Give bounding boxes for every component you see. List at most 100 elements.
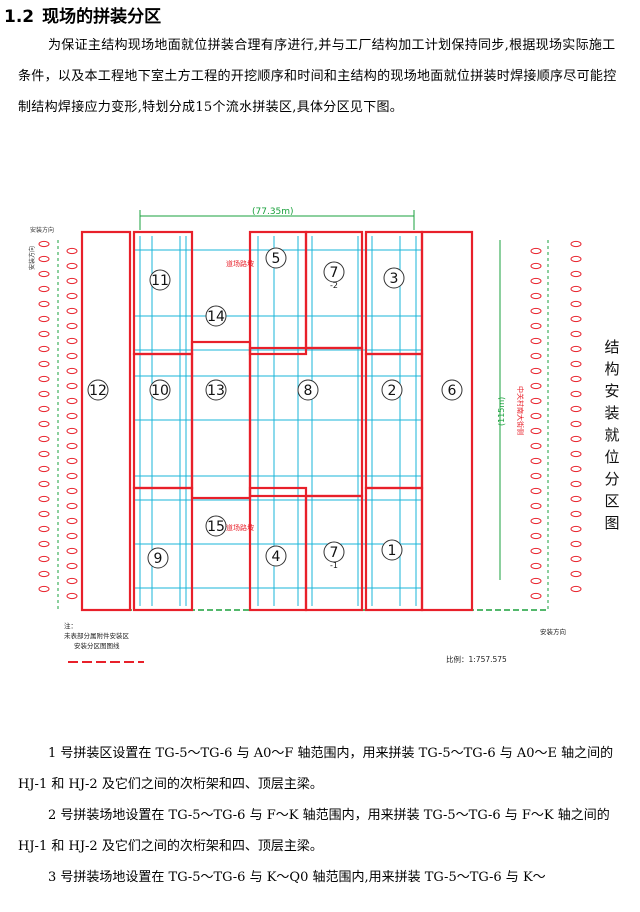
pier-marker bbox=[38, 480, 50, 488]
pier-marker bbox=[38, 300, 50, 308]
pier-marker bbox=[66, 292, 78, 300]
pier-marker bbox=[530, 322, 542, 330]
pier-marker bbox=[570, 285, 582, 293]
side-title-char: 图 bbox=[604, 514, 619, 532]
pier-marker bbox=[570, 480, 582, 488]
road-label-bottom: 道场路坡 bbox=[226, 523, 254, 532]
zone-marker-12: 12 bbox=[87, 379, 109, 401]
pier-marker bbox=[66, 517, 78, 525]
pier-marker bbox=[570, 435, 582, 443]
scale-label: 比例：1:757.575 bbox=[446, 654, 507, 664]
left-pier-markers bbox=[38, 240, 78, 600]
pier-marker bbox=[38, 270, 50, 278]
side-title-char: 就 bbox=[604, 426, 619, 444]
zone-number: 9 bbox=[154, 551, 163, 567]
pier-marker bbox=[570, 390, 582, 398]
zone-number: 2 bbox=[388, 383, 397, 399]
pier-marker bbox=[38, 495, 50, 503]
zone-marker-8: 8 bbox=[297, 379, 319, 401]
zone-number: 12 bbox=[89, 383, 107, 399]
pier-marker bbox=[38, 570, 50, 578]
pier-marker bbox=[530, 292, 542, 300]
pier-marker bbox=[38, 585, 50, 593]
pier-marker bbox=[66, 367, 78, 375]
pier-marker bbox=[38, 330, 50, 338]
side-title-char: 装 bbox=[604, 404, 619, 422]
pier-marker bbox=[66, 502, 78, 510]
note-line-2: 未表部分属附件安装区 bbox=[64, 631, 130, 640]
pier-marker bbox=[38, 375, 50, 383]
pier-marker bbox=[66, 397, 78, 405]
zone-description-1: 1 号拼装区设置在 TG-5～TG-6 与 A0～F 轴范围内，用来拼装 TG-… bbox=[18, 746, 614, 792]
pier-marker bbox=[38, 420, 50, 428]
side-label-left: 安装方向 bbox=[28, 246, 36, 270]
zone-sub-number: -1 bbox=[330, 561, 338, 570]
pier-marker bbox=[66, 457, 78, 465]
pier-marker bbox=[570, 570, 582, 578]
zone-8-box bbox=[248, 346, 364, 498]
pier-marker bbox=[570, 405, 582, 413]
zone-number: 7 bbox=[330, 265, 339, 281]
zone-marker-13: 13 bbox=[205, 379, 227, 401]
zone-marker-10: 10 bbox=[149, 379, 171, 401]
zone-number: 14 bbox=[207, 309, 225, 325]
zone-number: 1 bbox=[388, 543, 397, 559]
zone-marker-11: 11 bbox=[149, 269, 171, 291]
zone-12-box bbox=[80, 230, 132, 612]
zone-6-box bbox=[420, 230, 474, 612]
pier-marker bbox=[66, 547, 78, 555]
road-label-top: 道场路坡 bbox=[226, 259, 254, 268]
zone-number: 8 bbox=[304, 383, 313, 399]
right-pier-markers bbox=[530, 240, 582, 600]
pier-marker bbox=[530, 247, 542, 255]
pier-marker bbox=[570, 465, 582, 473]
pier-marker bbox=[570, 495, 582, 503]
zone-marker-4: 4 bbox=[265, 545, 287, 567]
zone-marker-3: 3 bbox=[383, 267, 405, 289]
side-title-char: 构 bbox=[604, 360, 619, 378]
top-dimension: (77.35m) bbox=[252, 207, 294, 217]
zone-description-2: 2 号拼装场地设置在 TG-5～TG-6 与 F～K 轴范围内，用来拼装 TG-… bbox=[18, 808, 610, 854]
pier-marker bbox=[570, 255, 582, 263]
pier-marker bbox=[570, 300, 582, 308]
zone-descriptions: 1 号拼装区设置在 TG-5～TG-6 与 A0～F 轴范围内，用来拼装 TG-… bbox=[18, 738, 622, 893]
zone-9-box bbox=[132, 486, 194, 612]
pier-marker bbox=[66, 442, 78, 450]
pier-marker bbox=[38, 315, 50, 323]
pier-marker bbox=[66, 592, 78, 600]
pier-marker bbox=[570, 420, 582, 428]
pier-marker bbox=[570, 360, 582, 368]
right-dimension: (115m) bbox=[497, 397, 506, 426]
pier-marker bbox=[38, 405, 50, 413]
pier-marker bbox=[66, 412, 78, 420]
pier-marker bbox=[38, 360, 50, 368]
pier-marker bbox=[530, 592, 542, 600]
pier-marker bbox=[570, 345, 582, 353]
side-title-char: 结 bbox=[604, 338, 619, 356]
pier-marker bbox=[38, 435, 50, 443]
side-title-char: 分 bbox=[604, 470, 619, 488]
pier-marker bbox=[66, 247, 78, 255]
pier-marker bbox=[530, 502, 542, 510]
pier-marker bbox=[530, 337, 542, 345]
zone-number: 11 bbox=[151, 273, 169, 289]
pier-marker bbox=[66, 532, 78, 540]
zone-number: 4 bbox=[272, 549, 281, 565]
side-title-char: 位 bbox=[604, 448, 619, 466]
structure-grid bbox=[134, 236, 422, 606]
pier-marker bbox=[530, 262, 542, 270]
zone-marker-7: 7-1 bbox=[323, 541, 345, 570]
pier-marker bbox=[66, 277, 78, 285]
pier-marker bbox=[530, 352, 542, 360]
pier-marker bbox=[38, 510, 50, 518]
pier-marker bbox=[570, 315, 582, 323]
pier-marker bbox=[38, 540, 50, 548]
side-title-char: 安 bbox=[604, 382, 619, 400]
pier-marker bbox=[530, 397, 542, 405]
pier-marker bbox=[570, 510, 582, 518]
pier-marker bbox=[38, 555, 50, 563]
pier-marker bbox=[530, 517, 542, 525]
zone-marker-14: 14 bbox=[205, 305, 227, 327]
